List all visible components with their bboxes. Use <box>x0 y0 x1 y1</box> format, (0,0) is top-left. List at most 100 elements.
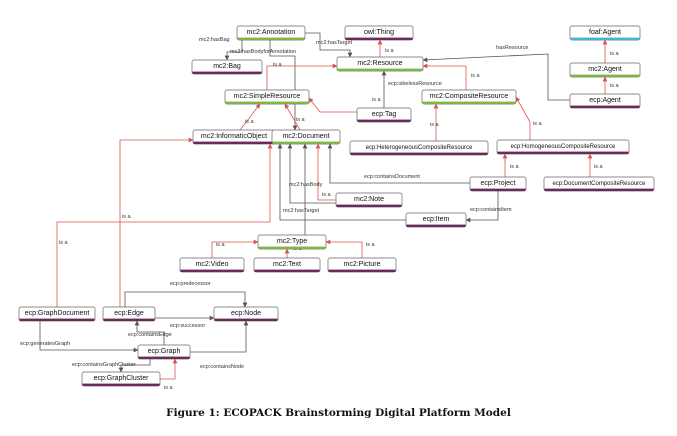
node-label: mc2:Note <box>354 196 384 203</box>
edge-line <box>327 143 470 184</box>
edge-graph_document-graph: ecp:generatesGraph <box>20 321 139 353</box>
edge-line <box>308 97 357 113</box>
node-accent-bar <box>19 318 95 321</box>
node-accent-bar <box>345 37 413 40</box>
edge-graph-node: ecp:containsNode <box>190 320 249 370</box>
node-project: ecp:Project <box>469 176 527 192</box>
edge-line <box>315 143 336 201</box>
edge-annotation-resource: mc2:hasTarget <box>305 32 353 58</box>
edge-graph-graph_cluster: ecp:containsGraphCluster <box>72 359 151 373</box>
node-label: ecp:Node <box>231 310 261 317</box>
node-accent-bar <box>357 119 411 122</box>
edge-line <box>305 32 353 58</box>
node-accent-bar <box>192 71 262 74</box>
edge-line <box>39 321 139 353</box>
node-accent-bar <box>214 318 278 321</box>
edge-tag-resource: ecp:isbelessResource <box>381 70 442 108</box>
edge-label: mc2:hasTarget <box>283 208 320 214</box>
edge-line <box>118 359 151 373</box>
edge-line <box>190 320 249 353</box>
edge-line <box>160 358 178 380</box>
edge-label: ecp:containsNode <box>200 364 244 370</box>
edge-composite_resource-resource: is a <box>422 63 481 90</box>
node-document: mc2:Document <box>271 129 341 145</box>
node-accent-bar <box>237 37 305 40</box>
edge-label: is a <box>322 192 332 198</box>
node-owl-thing: owl:Thing <box>344 25 414 41</box>
edge-item-document: mc2:hasTarget <box>277 143 406 221</box>
edge-graph_cluster-graph: is a <box>160 358 178 391</box>
node-label: ecp:Item <box>423 216 450 223</box>
node-accent-bar <box>103 318 155 321</box>
edge-simple_resource-resource: is a <box>266 62 338 90</box>
node-accent-bar <box>497 151 629 154</box>
node-accent-bar <box>82 383 160 386</box>
edge-line <box>422 53 570 101</box>
node-accent-bar <box>350 152 488 155</box>
edge-label: ecp:generatesGraph <box>20 341 70 347</box>
node-graph-cluster: ecp:GraphCluster <box>81 371 161 387</box>
node-label: mc2:Agent <box>588 66 622 73</box>
edge-label: is a <box>164 385 174 391</box>
edge-label: mc2:hasBody <box>289 182 323 188</box>
edge-doc_composite-homogeneous: is a <box>587 153 604 177</box>
node-label: mc2:CompositeResource <box>430 93 509 100</box>
edge-heterogeneous-composite_resource: is a <box>430 103 440 141</box>
edge-label: is a <box>471 73 481 79</box>
edge-label: mc2:hasBodyforAnnotation <box>230 49 296 55</box>
node-type: mc2:Type <box>257 234 327 250</box>
edge-label: is a <box>59 240 69 246</box>
node-video: mc2:Video <box>179 257 245 273</box>
edge-annotation-document: mc2:hasBodyforAnnotation <box>230 40 298 131</box>
node-accent-bar <box>570 105 640 108</box>
edge-line <box>284 103 301 131</box>
node-label: owl:Thing <box>364 29 394 36</box>
edge-line <box>515 96 531 140</box>
node-note: mc2:Note <box>335 192 403 208</box>
edge-line <box>56 143 273 307</box>
node-label: mc2:Resource <box>357 60 402 67</box>
node-accent-bar <box>138 356 190 359</box>
node-doc-composite: ecp:DocumentCompositeResource <box>543 176 655 192</box>
edge-ecp_agent-resource: hasResource <box>422 45 570 101</box>
node-label: ecp:Edge <box>114 310 144 317</box>
edge-note-document: is a <box>315 143 336 201</box>
node-label: ecp:Agent <box>589 97 621 104</box>
node-accent-bar <box>406 224 466 227</box>
edge-label: is a <box>245 119 255 125</box>
node-label: ecp:HomogeneousCompositeResource <box>511 144 616 150</box>
node-accent-bar <box>328 269 396 272</box>
edge-label: is a <box>594 164 604 170</box>
edge-label: is a <box>533 121 543 127</box>
edge-line <box>124 291 248 308</box>
node-resource: mc2:Resource <box>336 56 424 72</box>
caption-text: ECOPACK Brainstorming Digital Platform M… <box>223 407 511 419</box>
node-label: ecp:Tag <box>372 111 397 118</box>
edge-label: ecp:containsDocument <box>364 174 420 180</box>
edge-line <box>266 63 338 90</box>
edge-label: is a <box>430 122 440 128</box>
node-label: mc2:InformaticObject <box>201 133 267 140</box>
edge-line <box>277 143 406 221</box>
node-label: mc2:SimpleResource <box>234 93 301 100</box>
node-accent-bar <box>470 188 526 191</box>
node-graph-document: ecp:GraphDocument <box>18 306 96 322</box>
edge-document-simple_resource: is a <box>284 103 306 131</box>
node-label: mc2:Video <box>196 261 229 268</box>
node-bag: mc2:Bag <box>191 59 263 75</box>
edge-label: is a <box>510 164 520 170</box>
edge-line <box>119 137 194 307</box>
edge-edge-informatic_object: is a <box>119 137 194 307</box>
edge-label: is a <box>296 117 306 123</box>
node-informatic-object: mc2:InformaticObject <box>192 129 276 145</box>
edge-label: is a <box>273 62 283 68</box>
node-mc2-agent: mc2:Agent <box>569 62 641 78</box>
node-annotation: mc2:Annotation <box>236 25 306 41</box>
node-ecp-agent: ecp:Agent <box>569 93 641 109</box>
node-label: mc2:Bag <box>213 63 241 70</box>
edge-label: ecp:containsGraphCluster <box>72 362 136 368</box>
node-accent-bar <box>258 246 326 249</box>
edge-graph_document-document: is a <box>56 143 273 307</box>
edge-label: ecp:containsItem <box>470 207 512 213</box>
